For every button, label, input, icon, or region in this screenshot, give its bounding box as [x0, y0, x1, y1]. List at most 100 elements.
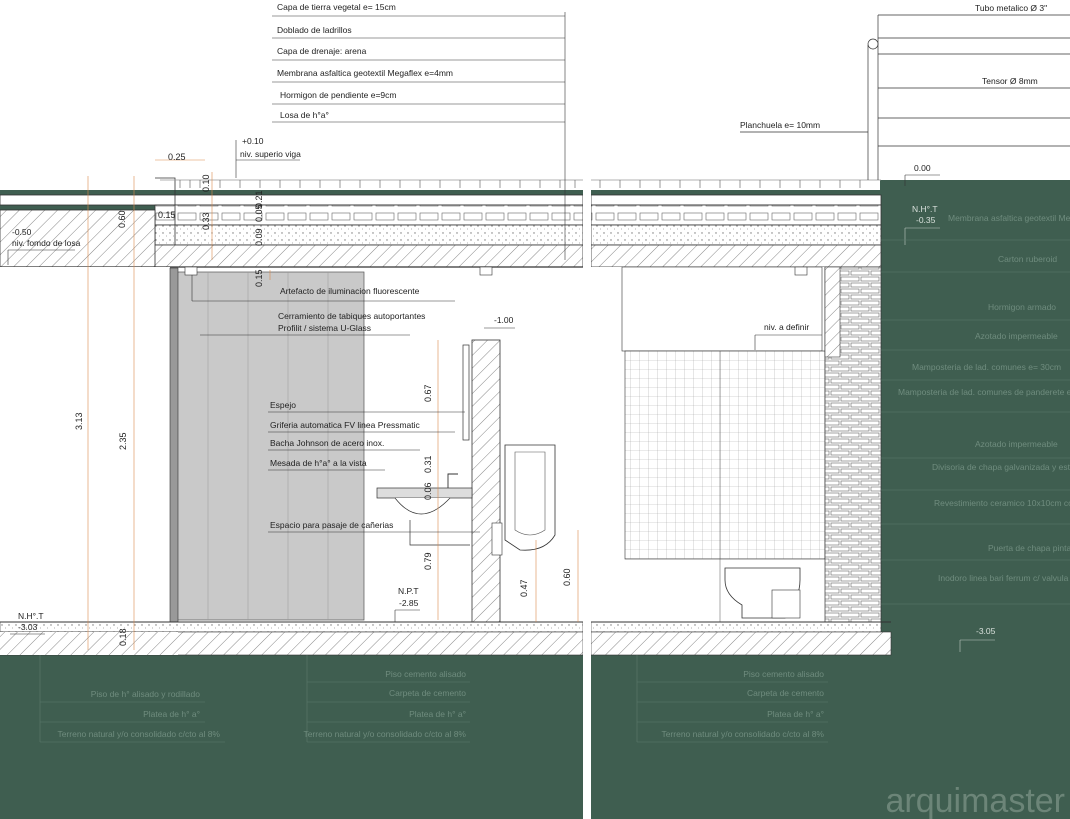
- ladrillo-row-left: [154, 204, 584, 226]
- partition-frame: [169, 267, 179, 623]
- panel-gap: [583, 0, 591, 819]
- right-levels: niv. a definir: [754, 322, 822, 350]
- tensor-frame: [740, 14, 1070, 180]
- ground-right-upper: [880, 180, 1070, 655]
- dimension-text-left: 0.25 0.60 0.15 0.10 0.33 0.05 0.09 0.21 …: [74, 152, 572, 646]
- ground-right-2: Platea de h° a°: [767, 709, 824, 719]
- ceramic-wall: [624, 350, 826, 560]
- ground-labels-left: Piso de h° alisado y rodillado Platea de…: [39, 655, 225, 743]
- right-label-6: Azotado impermeable: [975, 439, 1058, 449]
- ground-left-1: Platea de h° a°: [143, 709, 200, 719]
- dim-015-left: 0.15: [158, 210, 176, 220]
- dim-021: 0.21: [254, 190, 264, 208]
- dim-235: 2.35: [118, 432, 128, 450]
- glass-partition: [171, 271, 365, 621]
- level-npt: N.P.T: [398, 586, 419, 596]
- roof-levels: +0.10 niv. superio viga -0.50 niv. fomdo…: [7, 136, 301, 265]
- roof-layer-callouts: Capa de tierra vegetal e= 15cm Doblado d…: [272, 2, 566, 260]
- right-label-1: Carton ruberoid: [998, 254, 1057, 264]
- ground-left-2: Terreno natural y/o consolidado c/cto al…: [57, 729, 220, 739]
- dim-005: 0.05: [254, 204, 264, 222]
- layer-label-0: Capa de tierra vegetal e= 15cm: [277, 2, 396, 12]
- label-griferia: Griferia automatica FV linea Pressmatic: [270, 420, 420, 430]
- interior-callouts: Artefacto de iluminacion fluorescente Ce…: [191, 275, 480, 533]
- ground-right-3: Terreno natural y/o consolidado c/cto al…: [661, 729, 824, 739]
- layer-label-3: Membrana asfaltica geotextil Megaflex e=…: [277, 68, 453, 78]
- label-cerramiento: Cerramiento de tabiques autoportantes: [278, 311, 425, 321]
- faucet: [447, 473, 458, 488]
- label-tensor: Tensor Ø 8mm: [982, 76, 1038, 86]
- dim-033: 0.33: [201, 212, 211, 230]
- dim-025: 0.25: [168, 152, 186, 162]
- mirror: [462, 344, 470, 441]
- right-label-7: Divisoria de chapa galvanizada y estruct…: [932, 462, 1070, 472]
- layer-label-4: Hormigon de pendiente e=9cm: [280, 90, 396, 100]
- grass-ticks-right: [599, 180, 861, 188]
- right-minus-305: -3.05: [976, 626, 996, 636]
- ladrillo-row-right: [590, 204, 882, 226]
- label-level-zero: 0.00: [914, 163, 931, 173]
- dim-015-slab: 0.15: [254, 269, 264, 287]
- right-label-8: Revestimiento ceramico 10x10cm color bla…: [934, 498, 1070, 508]
- level-nhpt: N.H°.T: [18, 611, 44, 621]
- fluorescent-fixture: [184, 266, 198, 276]
- right-nhpt: N.H°.T: [912, 204, 938, 214]
- level-fondo: niv. fomdo de losa: [12, 238, 81, 248]
- label-fluorescente: Artefacto de iluminacion fluorescente: [280, 286, 420, 296]
- dim-067: 0.67: [423, 384, 433, 402]
- tensor-labels: Tubo metalico Ø 3" Tensor Ø 8mm Planchue…: [740, 3, 1047, 186]
- cabin-panel: [621, 266, 823, 352]
- left-room: [0, 266, 584, 656]
- sand-layer-right: [590, 224, 882, 246]
- right-label-4: Mamposteria de lad. comunes e= 30cm: [912, 362, 1061, 372]
- right-room: [590, 266, 892, 656]
- ground-left: [0, 655, 583, 819]
- roof-slab-right: [590, 179, 882, 268]
- interior-levels: -1.00 N.P.T -2.85 N.H°.T -3.03: [10, 315, 515, 635]
- layer-label-1: Doblado de ladrillos: [277, 25, 352, 35]
- urinal: [504, 444, 556, 551]
- dim-060-urinal: 0.60: [562, 568, 572, 586]
- grass-ticks-left: [179, 180, 576, 188]
- level-viga: niv. superio viga: [240, 149, 301, 159]
- foundation-right: [590, 631, 892, 656]
- sand-layer-left: [154, 224, 584, 246]
- ground-labels-right: Piso cemento alisado Carpeta de cemento …: [636, 655, 828, 743]
- level-minus-285: -2.85: [399, 598, 419, 608]
- slab-right: [590, 244, 882, 268]
- dimensions-left: [87, 159, 579, 650]
- right-minus-035: -0.35: [916, 215, 936, 225]
- right-label-9: Puerta de chapa pintada: [988, 543, 1070, 553]
- right-label-0: Membrana asfaltica geotextil Megaflex e=…: [948, 213, 1070, 223]
- watermark: arquimaster: [885, 782, 1065, 819]
- label-bacha: Bacha Johnson de acero inox.: [270, 438, 384, 448]
- tube-section: [867, 38, 879, 50]
- level-minus-303: -3.03: [18, 622, 38, 632]
- dim-313: 3.13: [74, 412, 84, 430]
- right-label-3: Azotado impermeable: [975, 331, 1058, 341]
- right-callouts: N.H°.T -0.35 Membrana asfaltica geotexti…: [881, 204, 1070, 652]
- dim-031: 0.31: [423, 455, 433, 473]
- level-minus-100: -1.00: [494, 315, 514, 325]
- plumbing-wall: [471, 339, 501, 623]
- roof-slab-left: [0, 177, 591, 268]
- dim-006: 0.06: [423, 482, 433, 500]
- basin: [394, 497, 451, 515]
- ground-mid-3: Terreno natural y/o consolidado c/cto al…: [303, 729, 466, 739]
- label-espejo: Espejo: [270, 400, 296, 410]
- ground-mid-0: Piso cemento alisado: [385, 669, 466, 679]
- dim-060-top: 0.60: [117, 210, 127, 228]
- dim-079: 0.79: [423, 552, 433, 570]
- layer-label-5: Losa de h°a°: [280, 110, 329, 120]
- ground-right: [591, 655, 1070, 819]
- floor-right: [590, 621, 882, 633]
- dim-009: 0.09: [254, 228, 264, 246]
- ground-mid-2: Platea de h° a°: [409, 709, 466, 719]
- layer-label-2: Capa de drenaje: arena: [277, 46, 367, 56]
- dim-018: 0.18: [118, 628, 128, 646]
- right-label-2: Hormigon armado: [988, 302, 1056, 312]
- label-planchuela: Planchuela e= 10mm: [740, 120, 820, 130]
- ground-mid-1: Carpeta de cemento: [389, 688, 466, 698]
- label-profilit: Profilit / sistema U-Glass: [278, 323, 371, 333]
